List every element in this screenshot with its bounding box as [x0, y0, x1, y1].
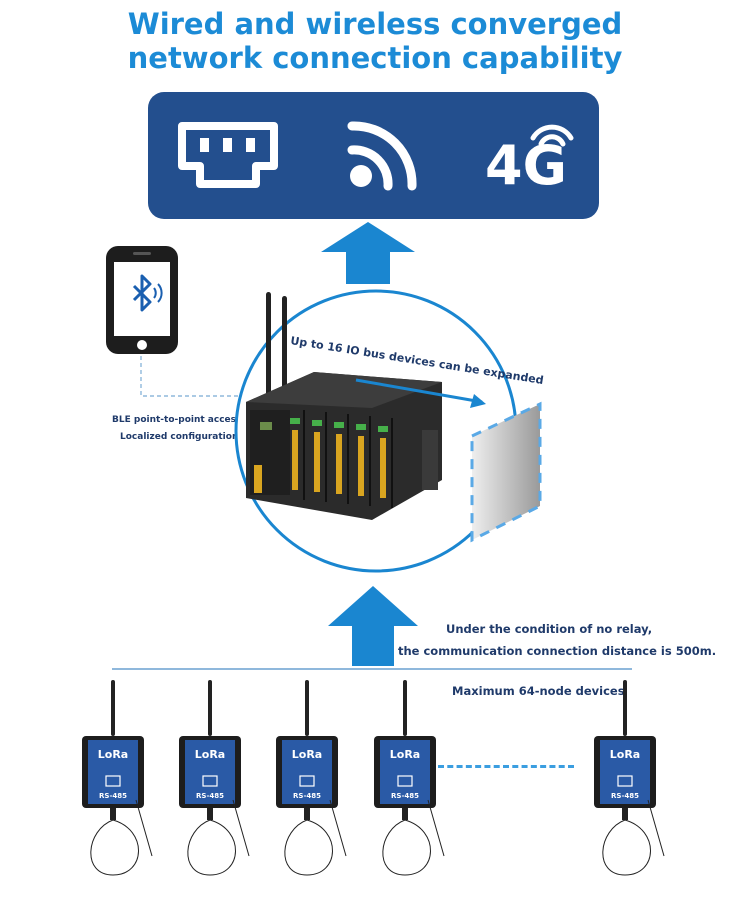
smartphone-icon	[106, 246, 178, 354]
lora-interface: RS-485	[293, 792, 321, 800]
lora-module: LoRa RS-485	[173, 680, 251, 895]
title-line-1: Wired and wireless converged	[127, 7, 623, 41]
lora-module: LoRa RS-485	[588, 680, 666, 895]
lora-note-line3: Maximum 64-node devices	[452, 684, 625, 698]
lora-bus-line	[112, 668, 632, 670]
lora-brand: LoRa	[610, 748, 640, 761]
lora-note-line2: the communication connection distance is…	[398, 644, 717, 658]
lora-brand: LoRa	[195, 748, 225, 761]
lora-brand: LoRa	[390, 748, 420, 761]
lora-brand: LoRa	[98, 748, 128, 761]
antenna-icon	[266, 292, 287, 402]
lora-brand: LoRa	[292, 748, 322, 761]
wifi-icon	[347, 121, 417, 191]
more-nodes-dashed-line	[438, 765, 574, 768]
ethernet-port-icon	[178, 122, 278, 188]
lora-interface: RS-485	[196, 792, 224, 800]
network-capability-panel: 4G	[148, 92, 599, 219]
4g-icon: 4G	[485, 124, 574, 197]
lora-module: LoRa RS-485	[368, 680, 446, 895]
ble-caption-line1: BLE point-to-point access	[112, 415, 242, 425]
lora-note-line1: Under the condition of no relay,	[446, 622, 653, 636]
4g-label: 4G	[485, 134, 567, 197]
lora-module: LoRa RS-485	[76, 680, 154, 895]
lora-interface: RS-485	[99, 792, 127, 800]
title-line-2: network connection capability	[127, 41, 623, 75]
lora-uplink-arrow	[328, 586, 418, 666]
lora-module: LoRa RS-485	[270, 680, 348, 895]
uplink-arrow	[321, 222, 415, 284]
gateway-device	[246, 372, 442, 520]
ble-caption-line2: Localized configuration	[120, 432, 239, 442]
lora-interface: RS-485	[391, 792, 419, 800]
lora-interface: RS-485	[611, 792, 639, 800]
expansion-module-placeholder	[470, 401, 542, 543]
